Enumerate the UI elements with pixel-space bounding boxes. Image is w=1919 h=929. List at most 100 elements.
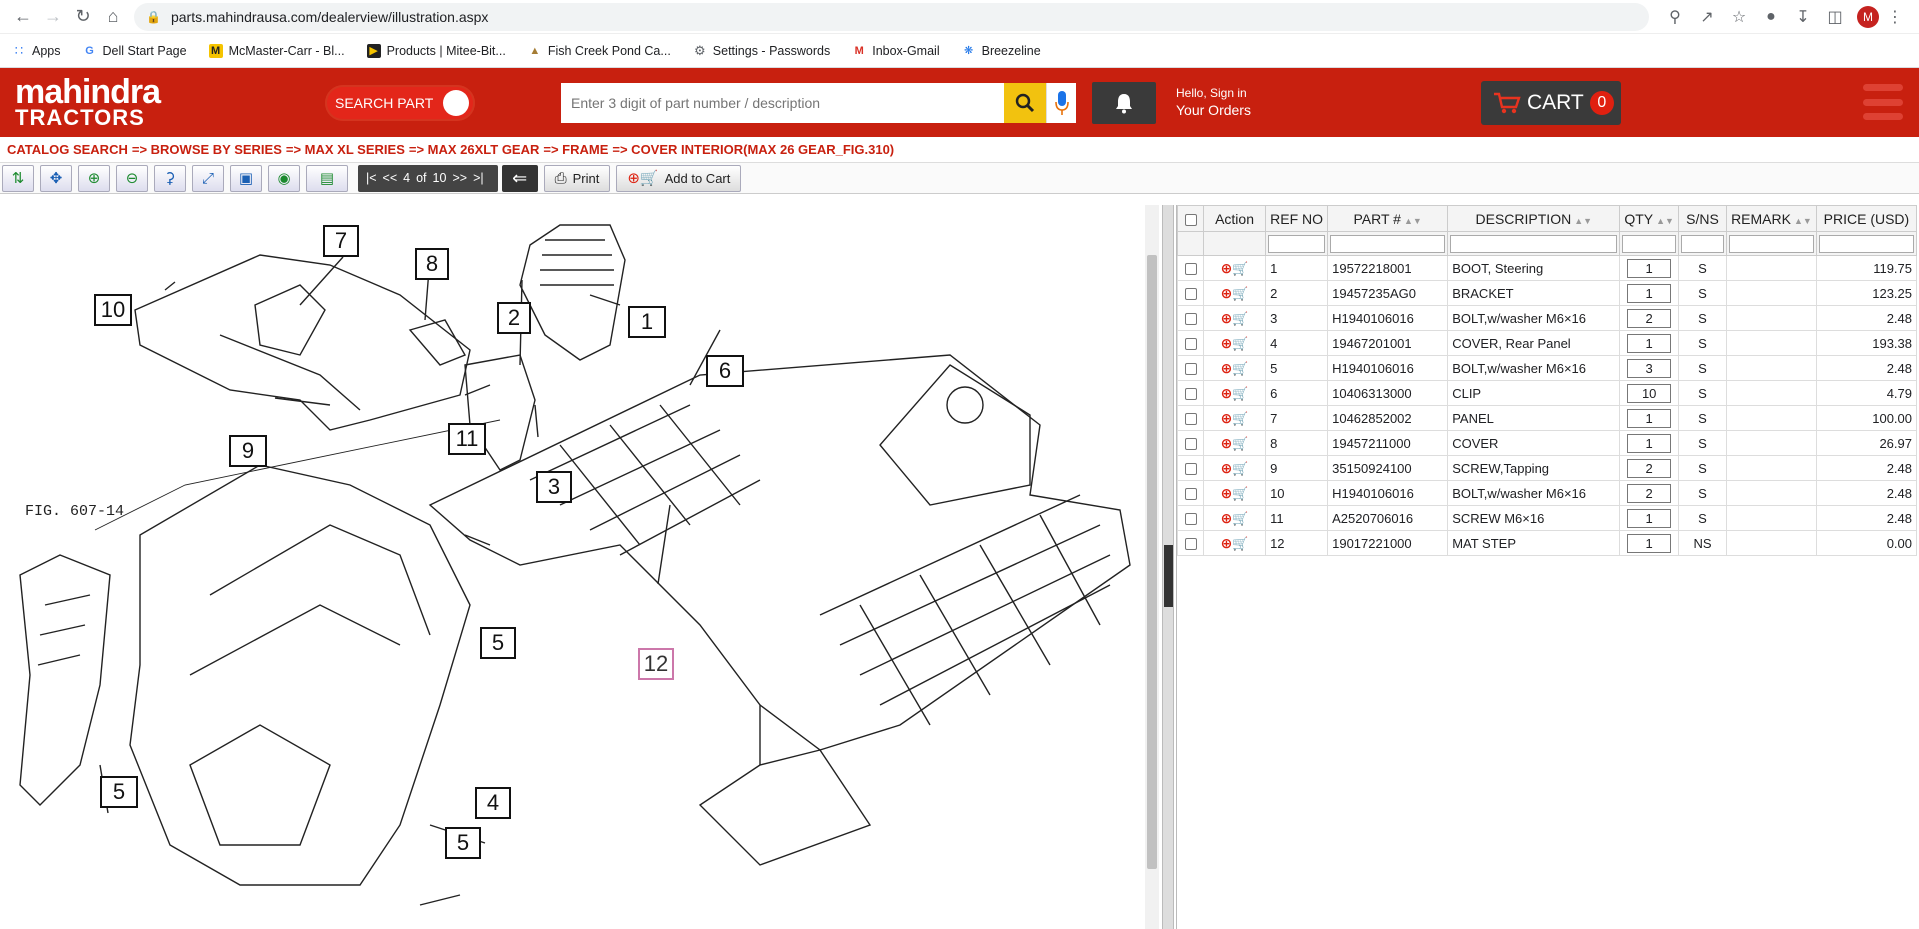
add-item-icon[interactable]: ⊕ xyxy=(1220,509,1233,526)
callout-10[interactable]: 10 xyxy=(94,294,132,326)
qty-input[interactable]: 1 xyxy=(1627,333,1672,353)
part-number-cell[interactable]: H1940106016 xyxy=(1327,480,1449,506)
breadcrumb-max-xl-series[interactable]: => MAX XL SERIES xyxy=(285,142,405,157)
part-number-cell[interactable]: 19457211000 xyxy=(1327,430,1449,456)
zoom-window-icon[interactable]: ⚳ xyxy=(154,164,186,192)
breadcrumb-max-26xlt-gear[interactable]: => MAX 26XLT GEAR xyxy=(408,142,540,157)
rotate-icon[interactable]: ⇅ xyxy=(2,164,34,192)
account-sign-in[interactable]: Hello, Sign in Your Orders xyxy=(1176,85,1251,119)
hamburger-menu-icon[interactable] xyxy=(1863,84,1903,120)
header-remark[interactable]: REMARK▲▼ xyxy=(1726,205,1817,232)
add-item-icon[interactable]: ⊕ xyxy=(1220,259,1233,276)
callout-6[interactable]: 6 xyxy=(706,355,744,387)
filter-description[interactable] xyxy=(1450,234,1618,253)
part-number-cell[interactable]: 19572218001 xyxy=(1327,255,1449,281)
star-icon[interactable]: ☆ xyxy=(1731,8,1747,26)
row-checkbox[interactable] xyxy=(1184,288,1197,301)
fit-width-icon[interactable]: ▤ xyxy=(306,164,348,192)
zoom-out-icon[interactable]: ⊖ xyxy=(116,164,148,192)
back-arrow-icon[interactable]: ← xyxy=(14,6,32,26)
add-item-icon[interactable]: ⊕ xyxy=(1220,309,1233,326)
bookmark-dell-start-page[interactable]: G Dell Start Page xyxy=(83,44,186,58)
row-checkbox[interactable] xyxy=(1184,388,1197,401)
extensions-icon[interactable]: ● xyxy=(1766,7,1776,25)
row-checkbox[interactable] xyxy=(1184,488,1197,501)
callout-5-bottom[interactable]: 5 xyxy=(445,827,481,859)
cart-icon[interactable]: 🛒 xyxy=(1232,260,1249,276)
illustration-scrollbar[interactable] xyxy=(1145,205,1159,929)
callout-5[interactable]: 5 xyxy=(480,627,516,659)
part-number-cell[interactable]: 19457235AG0 xyxy=(1327,280,1449,306)
cart-icon[interactable]: 🛒 xyxy=(1232,510,1249,526)
pan-icon[interactable]: ✥ xyxy=(40,164,72,192)
row-checkbox[interactable] xyxy=(1184,363,1197,376)
splitter-grip[interactable] xyxy=(1164,545,1173,607)
bookmark-mcmaster[interactable]: M McMaster-Carr - Bl... xyxy=(208,43,345,58)
header-part-number[interactable]: PART #▲▼ xyxy=(1327,205,1449,232)
part-number-cell[interactable]: 35150924100 xyxy=(1327,455,1449,481)
add-item-icon[interactable]: ⊕ xyxy=(1220,334,1233,351)
filter-sns[interactable] xyxy=(1681,234,1725,253)
callout-8[interactable]: 8 xyxy=(415,248,449,280)
reload-icon[interactable]: ↻ xyxy=(75,6,91,26)
zoom-in-icon[interactable]: ⊕ xyxy=(78,164,110,192)
profile-avatar[interactable]: M xyxy=(1857,5,1879,28)
qty-input[interactable]: 1 xyxy=(1627,433,1672,453)
callout-3[interactable]: 3 xyxy=(536,471,572,503)
part-number-cell[interactable]: 19467201001 xyxy=(1327,330,1449,356)
parts-illustration[interactable]: FIG. 607-14 7 8 10 2 1 6 9 11 3 5 12 5 4… xyxy=(0,205,1152,929)
cart-icon[interactable]: 🛒 xyxy=(1232,460,1249,476)
hotspot-toggle-icon[interactable]: ◉ xyxy=(268,164,300,192)
qty-input[interactable]: 2 xyxy=(1627,308,1672,328)
part-number-cell[interactable]: H1940106016 xyxy=(1327,355,1449,381)
filter-part-number[interactable] xyxy=(1330,234,1446,253)
callout-5-lower-left[interactable]: 5 xyxy=(100,776,138,808)
cart-icon[interactable]: 🛒 xyxy=(1232,360,1249,376)
qty-input[interactable]: 3 xyxy=(1627,358,1672,378)
add-item-icon[interactable]: ⊕ xyxy=(1220,359,1233,376)
cart-icon[interactable]: 🛒 xyxy=(1232,385,1249,401)
filter-qty[interactable] xyxy=(1622,234,1676,253)
home-icon[interactable]: ⌂ xyxy=(107,6,119,26)
prev-page-button[interactable]: << xyxy=(382,171,398,185)
bookmark-fish-creek[interactable]: ▲ Fish Creek Pond Ca... xyxy=(529,43,671,58)
notifications-button[interactable] xyxy=(1092,81,1156,124)
cart-icon[interactable]: 🛒 xyxy=(1232,435,1249,451)
add-item-icon[interactable]: ⊕ xyxy=(1220,284,1233,301)
row-checkbox[interactable] xyxy=(1184,513,1197,526)
panel-splitter[interactable] xyxy=(1162,205,1174,929)
qty-input[interactable]: 2 xyxy=(1627,483,1672,503)
part-number-cell[interactable]: 10406313000 xyxy=(1327,380,1449,406)
add-to-cart-button[interactable]: ⊕🛒 Add to Cart xyxy=(616,164,742,192)
select-all-checkbox[interactable] xyxy=(1184,213,1197,226)
header-ref-no[interactable]: REF NO xyxy=(1265,205,1329,232)
zoom-icon[interactable]: ⚲ xyxy=(1669,8,1681,26)
forward-arrow-icon[interactable]: → xyxy=(44,6,62,26)
bookmark-gmail[interactable]: M Inbox-Gmail xyxy=(852,44,940,58)
add-item-icon[interactable]: ⊕ xyxy=(1220,409,1233,426)
scrollbar-thumb[interactable] xyxy=(1147,255,1157,869)
side-panel-icon[interactable]: ◫ xyxy=(1827,8,1843,26)
qty-input[interactable]: 1 xyxy=(1627,408,1672,428)
cart-button[interactable]: CART 0 xyxy=(1480,80,1621,125)
search-part-toggle[interactable]: SEARCH PART xyxy=(325,84,475,121)
bookmark-settings-passwords[interactable]: ⚙ Settings - Passwords xyxy=(693,42,831,58)
fit-to-screen-icon[interactable]: ⤢ xyxy=(192,164,224,192)
share-icon[interactable]: ↗ xyxy=(1700,8,1714,26)
row-checkbox[interactable] xyxy=(1184,263,1197,276)
row-checkbox[interactable] xyxy=(1184,538,1197,551)
row-checkbox[interactable] xyxy=(1184,338,1197,351)
bookmark-mitee-bite[interactable]: ▶ Products | Mitee-Bit... xyxy=(366,43,506,58)
qty-input[interactable]: 10 xyxy=(1627,383,1672,403)
add-item-icon[interactable]: ⊕ xyxy=(1220,534,1233,551)
filter-remark[interactable] xyxy=(1729,234,1814,253)
